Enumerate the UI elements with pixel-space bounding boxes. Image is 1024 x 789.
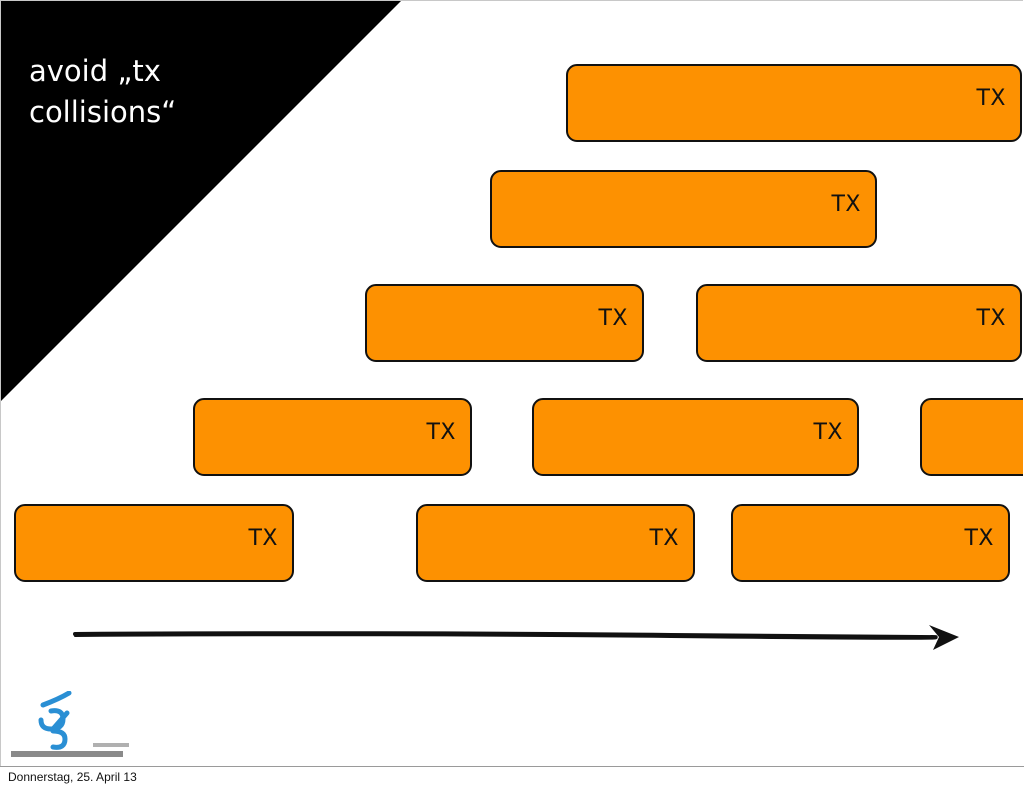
tx-label: TX — [813, 420, 843, 445]
tx-label: TX — [976, 86, 1006, 111]
tx-label: TX — [649, 526, 679, 551]
time-arrow — [73, 625, 959, 650]
tx-block-partial — [920, 398, 1023, 476]
pgt-logo — [11, 691, 129, 757]
tx-block: TX — [416, 504, 695, 582]
tx-block: TX — [696, 284, 1022, 362]
footer-bar: Donnerstag, 25. April 13 — [0, 766, 1024, 789]
tx-block: TX — [490, 170, 877, 248]
black-corner-triangle — [1, 1, 401, 401]
slide-title: avoid „tx collisions“ — [29, 54, 177, 129]
tx-label: TX — [976, 306, 1006, 331]
tx-label: TX — [426, 420, 456, 445]
tx-label: TX — [598, 306, 628, 331]
tx-block: TX — [566, 64, 1022, 142]
tx-block: TX — [193, 398, 472, 476]
tx-label: TX — [248, 526, 278, 551]
tx-label: TX — [831, 192, 861, 217]
tx-block: TX — [365, 284, 644, 362]
arrowhead — [929, 625, 959, 650]
tx-block: TX — [532, 398, 859, 476]
footer-date: Donnerstag, 25. April 13 — [8, 770, 137, 784]
tx-block: TX — [14, 504, 294, 582]
slide: avoid „tx collisions“ TX TX TX TX TX TX … — [0, 0, 1023, 768]
tx-block: TX — [731, 504, 1010, 582]
tx-label: TX — [964, 526, 994, 551]
